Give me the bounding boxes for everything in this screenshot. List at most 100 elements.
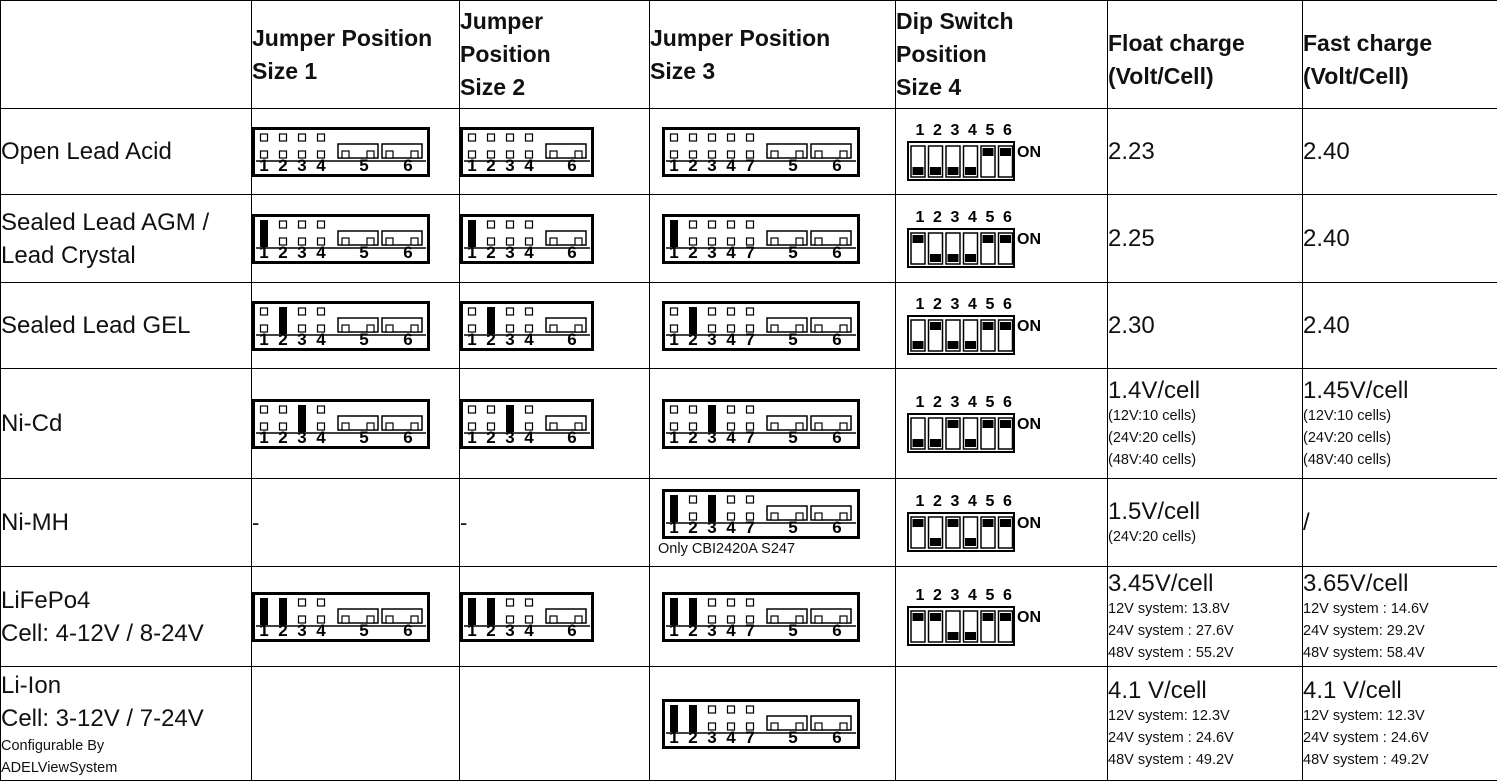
fast-charge-detail: (12V:10 cells) (1303, 405, 1497, 427)
dip-switch-number: 5 (986, 209, 995, 226)
battery-type-label: Sealed Lead GEL (1, 309, 251, 342)
jumper-pin (299, 134, 306, 141)
jumper-pin-label: 2 (486, 243, 495, 262)
jumper-block-label: 6 (832, 728, 841, 747)
jumper-block-label: 5 (788, 428, 797, 447)
dip-switch-number: 6 (1003, 296, 1012, 313)
jumper-pin-label: 7 (745, 243, 754, 262)
jumper-block-label: 5 (788, 243, 797, 262)
dip-switch-cell (896, 667, 1108, 781)
dip-on-label: ON (1017, 231, 1041, 248)
battery-type-cell: Ni-MH (1, 479, 252, 567)
dip-switch-lever (930, 439, 941, 447)
jumper-pin (728, 599, 735, 606)
jumper-pin-label: 1 (467, 156, 476, 175)
jumper-pin-label: 7 (745, 330, 754, 349)
dip-switch-number: 4 (968, 122, 977, 139)
dip-switch-lever (948, 167, 959, 175)
dip-switch-lever (1000, 235, 1011, 243)
dip-switch-number: 3 (951, 296, 960, 313)
fast-charge-value: 2.40 (1303, 138, 1497, 166)
jumper-pin-label: 1 (669, 330, 678, 349)
jumper-block-pin (771, 238, 778, 245)
jumper-pin-label: 4 (726, 156, 736, 175)
jumper-block-label: 6 (832, 243, 841, 262)
fast-charge-detail: 24V system: 29.2V (1303, 620, 1497, 642)
jumper-pin-label: 3 (297, 243, 306, 262)
jumper-pin (728, 308, 735, 315)
jumper-pin (526, 406, 533, 413)
jumper-pin (280, 134, 287, 141)
jumper-block-label: 5 (788, 330, 797, 349)
dip-switch-number: 5 (986, 296, 995, 313)
dip-switch-lever (1000, 519, 1011, 527)
battery-type-label: LiFePo4 (1, 584, 251, 617)
jumper-pin-label: 7 (745, 621, 754, 640)
jumper-pin-label: 1 (467, 428, 476, 447)
jumper-block-pin (550, 151, 557, 158)
jumper-block-pin (342, 151, 349, 158)
float-charge-value: 1.5V/cell (1108, 498, 1302, 526)
jumper-pin (318, 134, 325, 141)
jumper-pin-label: 1 (259, 621, 268, 640)
jumper-block-label: 5 (788, 156, 797, 175)
jumper-pin-label: 2 (278, 428, 287, 447)
dip-switch-lever (913, 613, 924, 621)
jumper-pin (747, 221, 754, 228)
jumper-block-label: 5 (359, 243, 368, 262)
battery-type-label: Ni-MH (1, 506, 251, 539)
float-charge-value: 2.23 (1108, 138, 1302, 166)
dip-switch-lever (913, 235, 924, 243)
fast-charge-cell: / (1303, 479, 1497, 567)
fast-charge-value: 2.40 (1303, 312, 1497, 340)
jumper-pin (690, 221, 697, 228)
jumper-cell-size1: - (252, 479, 460, 567)
dip-switch-lever (983, 613, 994, 621)
jumper-pin (728, 406, 735, 413)
jumper-pin-label: 4 (316, 621, 326, 640)
jumper-pin (747, 599, 754, 606)
battery-type-label: Cell: 3-12V / 7-24V (1, 702, 251, 735)
jumper-pin (261, 134, 268, 141)
float-charge-cell: 2.25 (1108, 195, 1303, 283)
jumper-block-label: 6 (567, 243, 576, 262)
jumper-pin (728, 706, 735, 713)
jumper-pin-label: 4 (524, 621, 534, 640)
jumper-pin-label: 7 (745, 156, 754, 175)
dip-switch-number: 3 (951, 209, 960, 226)
dip-on-label: ON (1017, 515, 1041, 532)
jumper-cell-size2: - (460, 479, 650, 567)
fast-charge-detail: (24V:20 cells) (1303, 427, 1497, 449)
jumper-block-label: 5 (788, 518, 797, 537)
jumper-pin-label: 1 (669, 518, 678, 537)
jumper-block-pin (342, 238, 349, 245)
jumper-pin (709, 221, 716, 228)
battery-type-label: Open Lead Acid (1, 135, 251, 168)
jumper-pin (709, 308, 716, 315)
jumper-pin-label: 4 (726, 243, 736, 262)
jumper-pin-label: 1 (467, 243, 476, 262)
dip-switch-number: 2 (933, 394, 942, 411)
float-charge-detail: 48V system : 49.2V (1108, 749, 1302, 771)
dip-switch-lever (983, 420, 994, 428)
jumper-pin (709, 706, 716, 713)
jumper-pin-label: 1 (669, 156, 678, 175)
jumper-pin (280, 406, 287, 413)
battery-type-cell: Sealed Lead AGM /Lead Crystal (1, 195, 252, 283)
